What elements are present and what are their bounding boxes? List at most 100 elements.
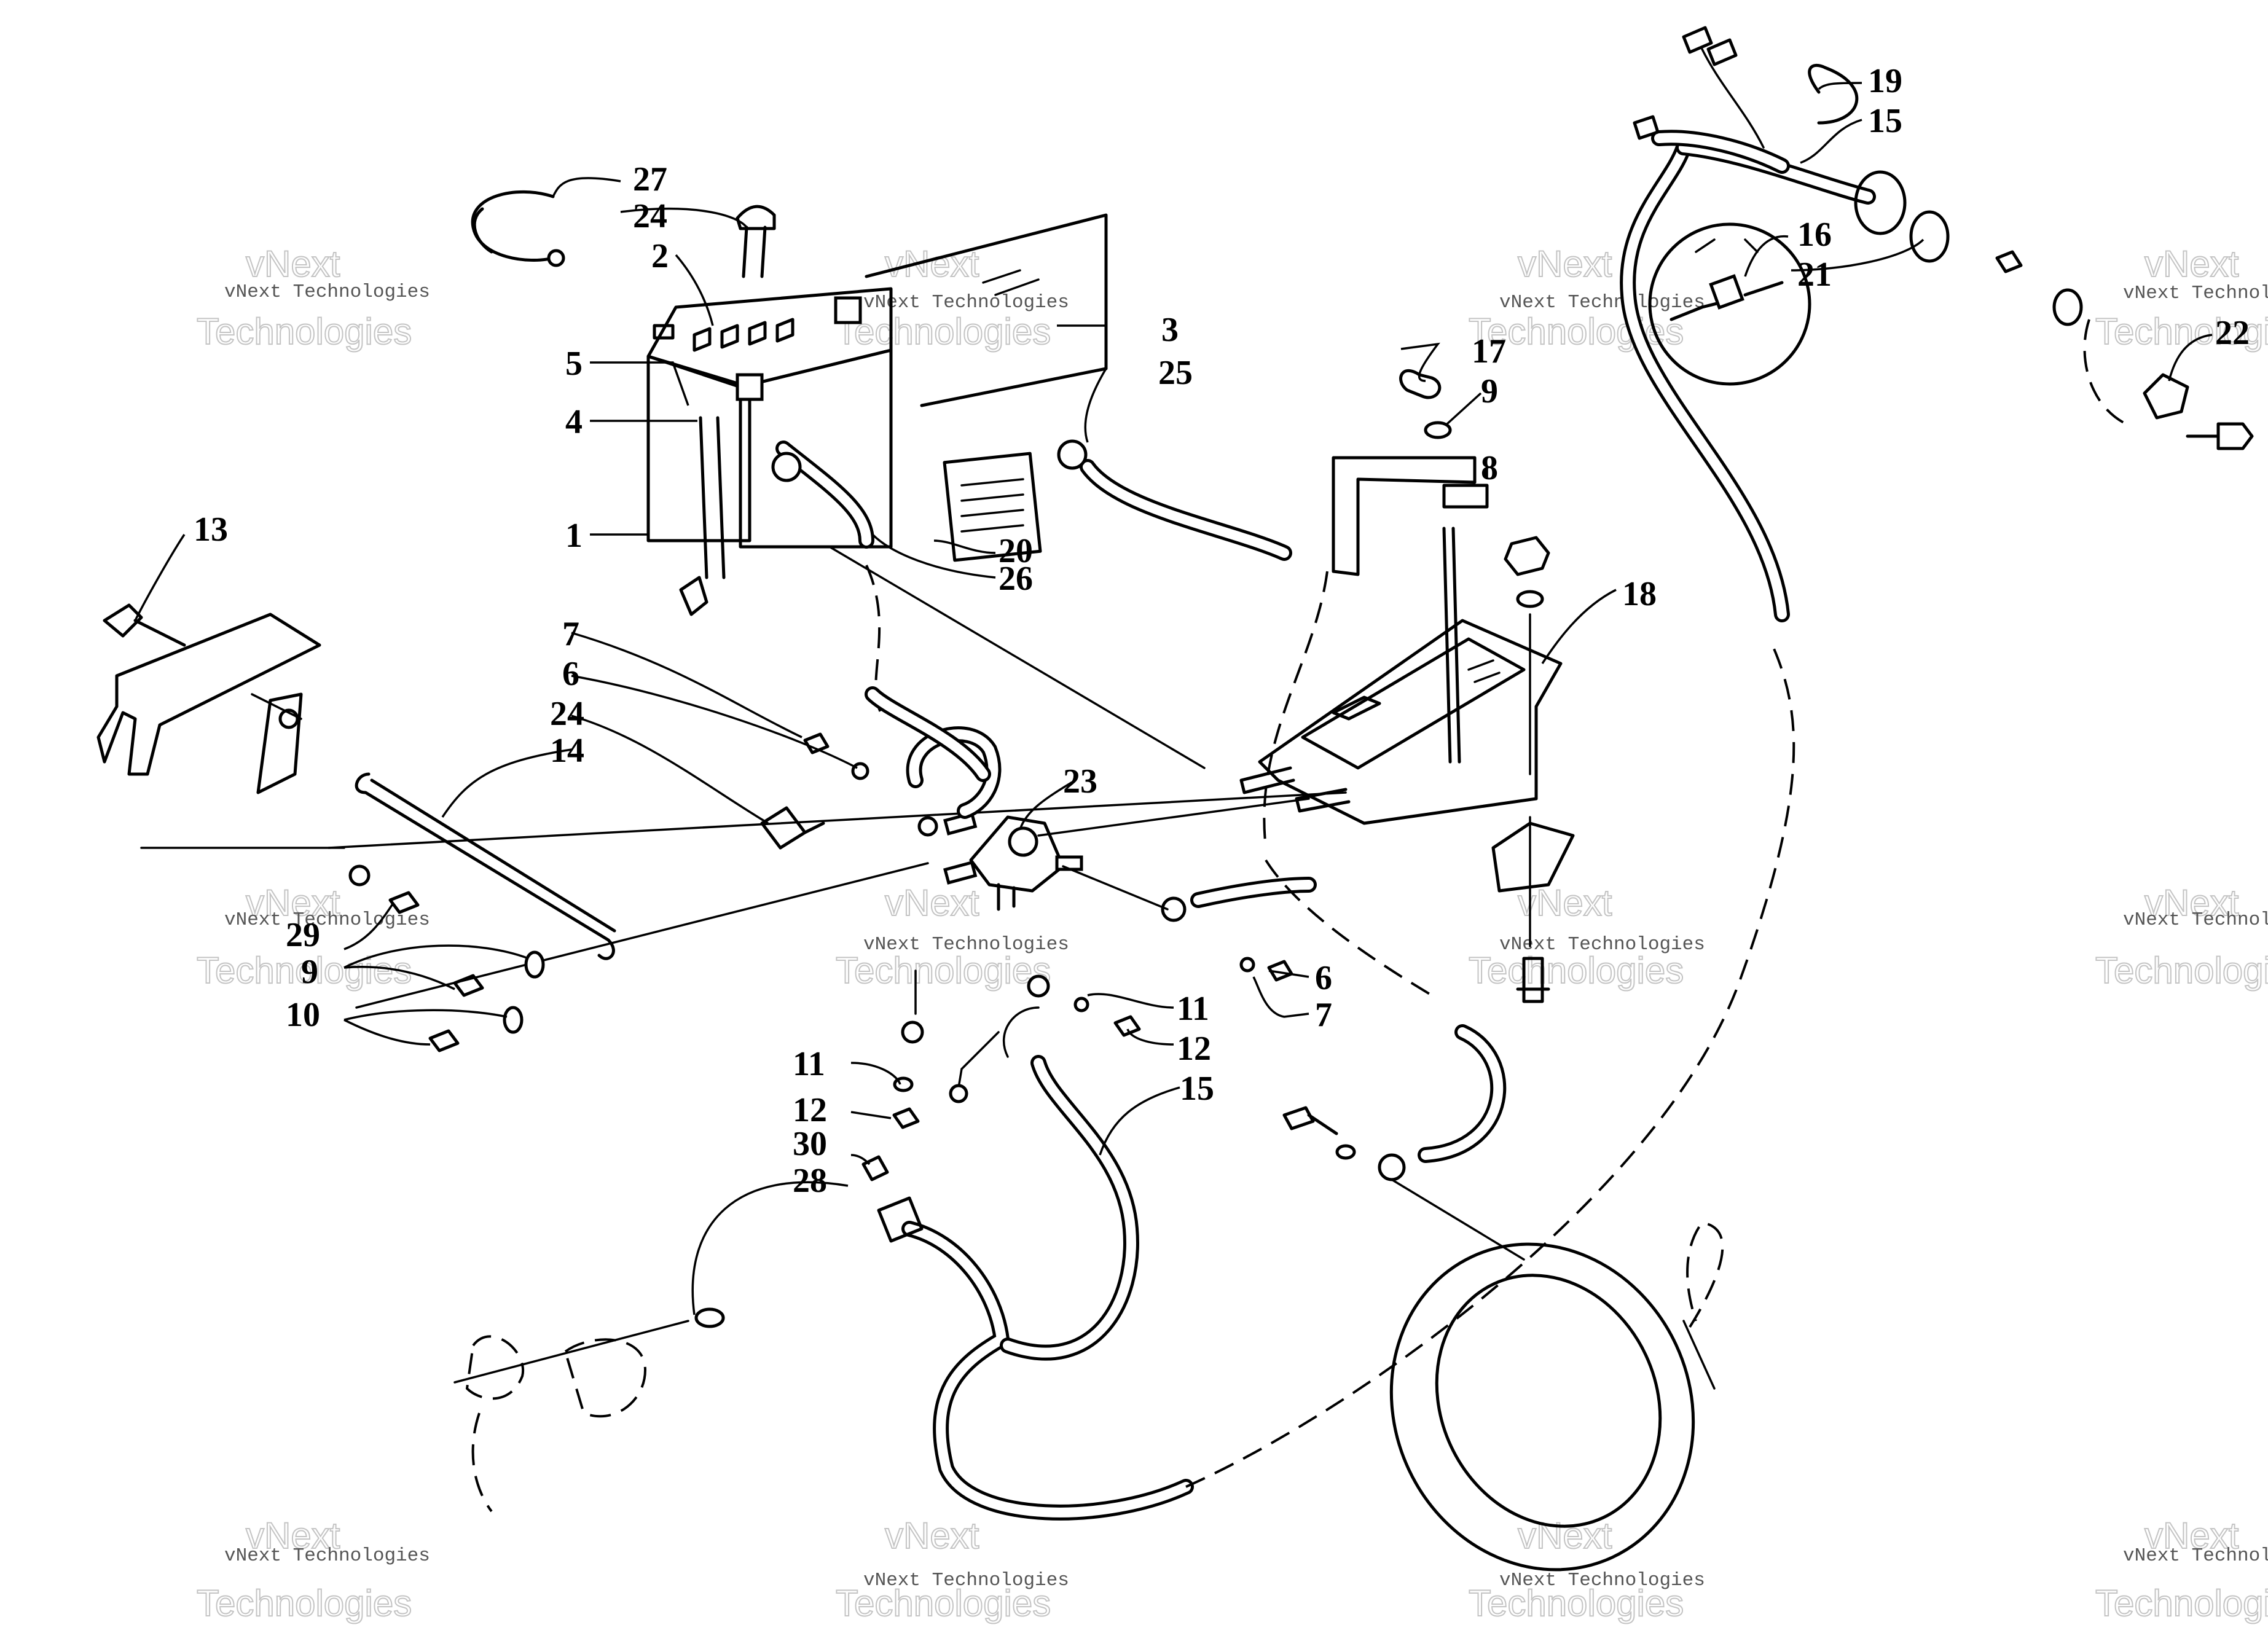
watermark-text: vNext xyxy=(246,882,340,923)
key-switch-nut xyxy=(2143,373,2189,420)
watermark-text: vNext xyxy=(2144,243,2239,284)
watermark-bc: vNext Technologies vNext Technologies xyxy=(835,1514,1069,1624)
watermark-text: vNext Technologies xyxy=(2123,1545,2268,1567)
key-switch-body xyxy=(1854,170,1907,235)
watermark-text: vNext xyxy=(246,243,340,284)
callout-17: 17 xyxy=(1472,332,1506,370)
watermark-layer: vNext Technologies vNext Technologies vN… xyxy=(196,243,2268,1624)
watermark-text: vNext Technologies xyxy=(224,281,430,303)
watermark-text: vNext Technologies xyxy=(1499,1570,1705,1591)
watermark-text: vNext Technologies xyxy=(2123,909,2268,931)
watermark-text: Technologies xyxy=(836,950,1051,991)
callout-6b: 6 xyxy=(1315,959,1332,997)
callout-12b: 12 xyxy=(793,1091,827,1129)
callout-8: 8 xyxy=(1481,449,1498,487)
callout-6a: 6 xyxy=(562,655,579,693)
watermark-text: Technologies xyxy=(197,1583,412,1624)
watermark-mc: vNext Technologies vNext Technologies xyxy=(835,882,1069,992)
callout-labels: 27 24 2 3 25 5 4 1 17 9 8 18 20 26 13 7 … xyxy=(194,62,2250,1200)
inline-fuse xyxy=(1709,274,1744,310)
taillight-housing xyxy=(465,1335,525,1513)
washer xyxy=(348,864,371,887)
callout-9: 9 xyxy=(1481,372,1498,410)
callout-25: 25 xyxy=(1158,354,1193,392)
watermark-br2: vNext Technologies vNext Technologies xyxy=(2095,1514,2268,1624)
tray-nut xyxy=(1504,536,1550,576)
callout-16: 16 xyxy=(1797,216,1832,254)
watermark-tl: vNext Technologies vNext Technologies xyxy=(196,243,430,353)
lock-nut xyxy=(428,1029,460,1052)
callout-11b: 11 xyxy=(793,1045,825,1083)
watermark-text: vNext Technologies xyxy=(863,934,1069,955)
battery xyxy=(646,287,1042,616)
callout-15a: 15 xyxy=(1868,102,1902,140)
harness-strap xyxy=(1808,63,1859,125)
watermark-text: Technologies xyxy=(2095,1583,2268,1624)
parts-layer xyxy=(96,26,2254,1572)
watermark-text: Technologies xyxy=(1469,950,1684,991)
watermark-text: Technologies xyxy=(2095,311,2268,352)
harness-connector xyxy=(877,1196,924,1243)
callout-18: 18 xyxy=(1622,575,1657,613)
watermark-text: vNext xyxy=(1518,882,1612,923)
callout-15b: 15 xyxy=(1180,1070,1214,1108)
warning-label-decal xyxy=(943,452,1042,562)
watermark-text: vNext xyxy=(885,882,979,923)
watermark-text: vNext xyxy=(246,1515,340,1556)
nut xyxy=(892,1107,920,1129)
callout-28: 28 xyxy=(793,1162,827,1200)
nut xyxy=(1113,1015,1141,1037)
watermark-text: Technologies xyxy=(2095,950,2268,991)
terminal-boot xyxy=(760,806,825,850)
battery-strap xyxy=(471,190,555,262)
callout-21: 21 xyxy=(1797,256,1832,294)
watermark-text: vNext Technologies xyxy=(224,1545,430,1567)
callout-24: 24 xyxy=(633,197,667,235)
callout-24b: 24 xyxy=(550,695,584,733)
callout-1: 1 xyxy=(565,517,583,555)
callout-13: 13 xyxy=(194,511,228,549)
watermark-tr2: vNext Technologies vNext Technologies xyxy=(2095,243,2268,353)
terminal-cap xyxy=(736,205,776,278)
headlight-bulb xyxy=(1686,1221,1724,1328)
harness-routing-path xyxy=(1185,638,1795,1488)
callout-7b: 7 xyxy=(1315,996,1332,1034)
watermark-text: vNext Technologies xyxy=(1499,292,1705,313)
taillight-screw xyxy=(694,1307,725,1328)
battery-tray xyxy=(1258,619,1563,825)
battery-ref-line xyxy=(828,546,1206,769)
callout-2: 2 xyxy=(651,237,669,275)
mounting-bolt xyxy=(103,603,186,647)
watermark-text: vNext Technologies xyxy=(1499,934,1705,955)
watermark-text: vNext xyxy=(2144,882,2239,923)
watermark-text: Technologies xyxy=(197,311,412,352)
washer xyxy=(1424,421,1452,439)
watermark-text: vNext Technologies xyxy=(224,909,430,931)
watermark-br1: vNext Technologies vNext Technologies xyxy=(1468,1514,1705,1624)
watermark-text: vNext xyxy=(1518,243,1612,284)
pivot-plate xyxy=(256,692,303,794)
fuse-detail-circle xyxy=(1648,222,1811,386)
battery-shield xyxy=(865,213,1108,407)
lock-nut xyxy=(388,891,420,914)
fuse-holder xyxy=(861,1155,889,1181)
callout-3: 3 xyxy=(1161,311,1179,349)
callout-9b: 9 xyxy=(301,953,318,991)
callout-30: 30 xyxy=(793,1125,827,1163)
washer xyxy=(524,950,545,979)
watermark-text: Technologies xyxy=(836,1583,1051,1624)
callout-26: 26 xyxy=(999,560,1033,598)
callout-20: 20 xyxy=(999,532,1033,570)
watermark-text: vNext xyxy=(2144,1515,2239,1556)
leader-lines xyxy=(134,82,2213,1315)
callout-12a: 12 xyxy=(1177,1030,1211,1068)
frame-rail-line xyxy=(328,791,1347,849)
watermark-text: vNext Technologies xyxy=(863,1570,1069,1591)
watermark-mr1: vNext Technologies vNext Technologies xyxy=(1468,882,1705,992)
watermark-tc: vNext Technologies vNext Technologies xyxy=(835,243,1069,353)
harness-connector-plug xyxy=(1682,26,1738,66)
callout-11a: 11 xyxy=(1177,990,1209,1028)
callout-5: 5 xyxy=(565,345,583,383)
